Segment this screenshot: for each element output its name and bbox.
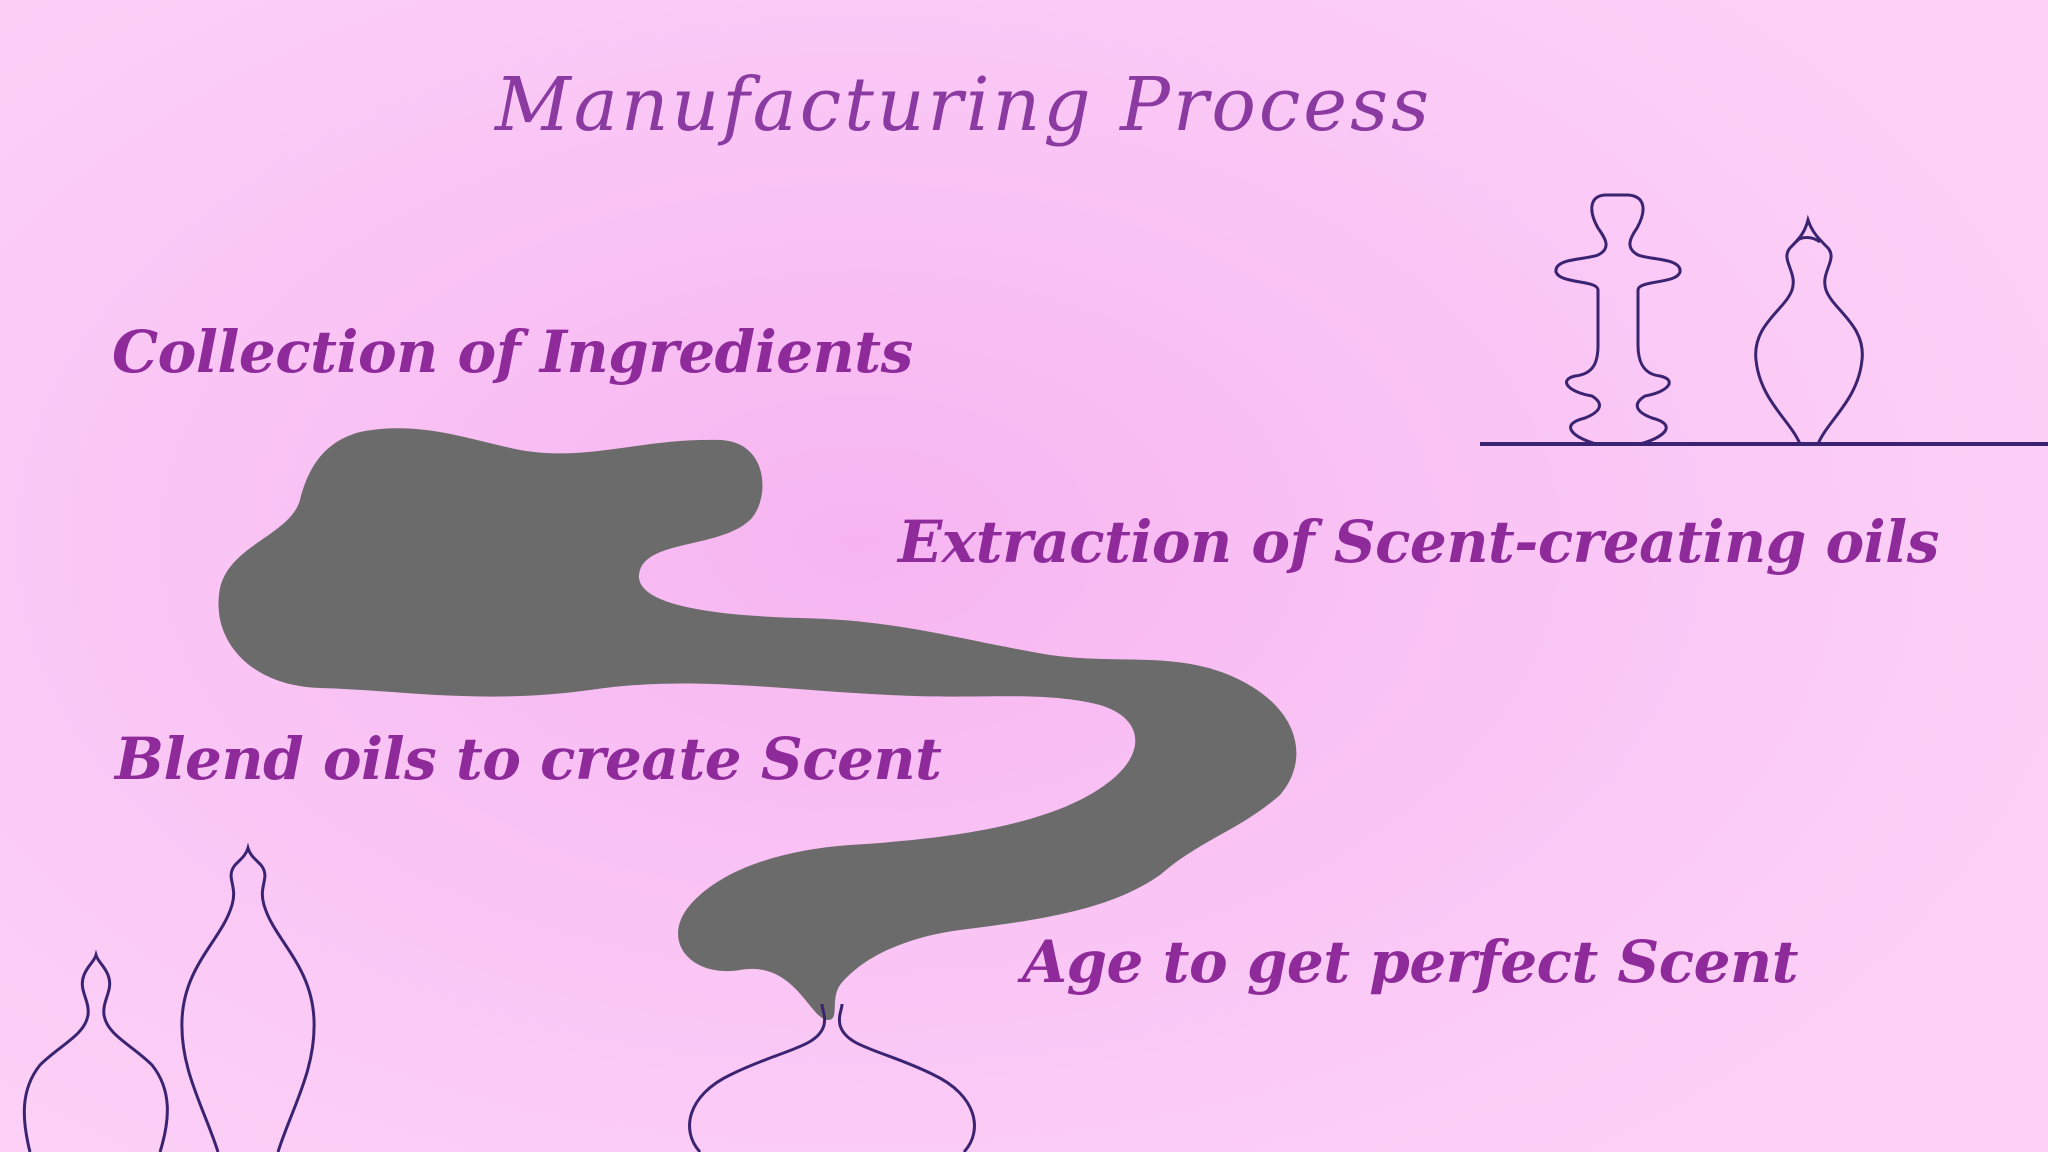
smoke-shape <box>218 428 1297 1020</box>
bottle-stopper <box>1794 236 1821 244</box>
step-label-collection: Collection of Ingredients <box>112 318 913 386</box>
bottle-icon-tall <box>1554 193 1682 446</box>
step-label-age: Age to get perfect Scent <box>1022 928 1798 996</box>
bottle-icon-bottom-center <box>688 1003 976 1152</box>
bottle-icon-vase <box>1754 214 1864 445</box>
bottle-icon-bottom-tall <box>180 842 316 1152</box>
bottle-icon-small <box>22 949 169 1152</box>
page-title: Manufacturing Process <box>495 62 1433 148</box>
step-label-blend: Blend oils to create Scent <box>115 725 942 793</box>
step-label-extraction: Extraction of Scent-creating oils <box>898 508 1939 576</box>
